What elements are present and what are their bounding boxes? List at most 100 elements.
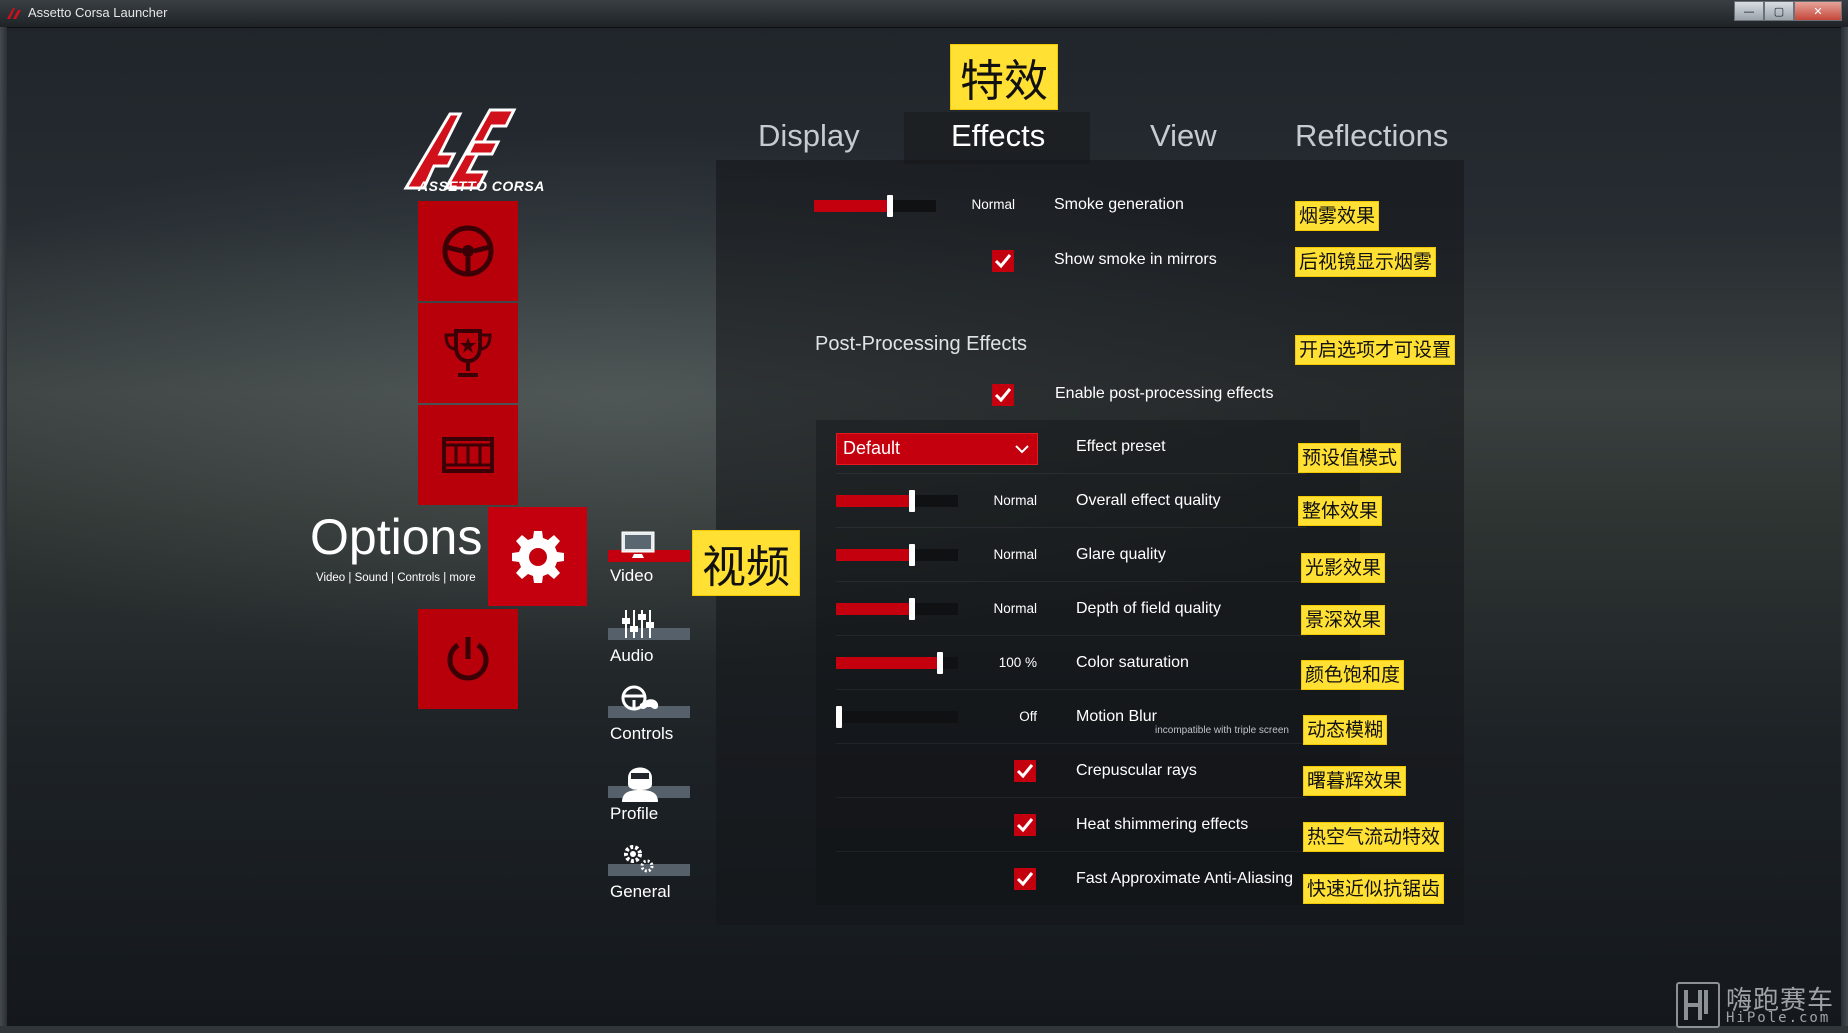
chevron-down-icon [1015, 445, 1029, 454]
quit-tile[interactable] [418, 609, 518, 709]
options-title: Options [310, 509, 483, 565]
enable-post-processing-checkbox[interactable] [992, 384, 1014, 406]
glare-quality-label: Glare quality [1076, 546, 1166, 563]
career-tile[interactable] [418, 303, 518, 403]
submenu-profile-label: Profile [610, 804, 659, 823]
drive-tile[interactable] [418, 201, 518, 301]
overall-quality-value: Normal [993, 493, 1037, 508]
window-frame-bottom [0, 1026, 1848, 1033]
dof-quality-label: Depth of field quality [1076, 600, 1221, 617]
checkmark-icon [994, 388, 1012, 403]
checkmark-icon [1016, 818, 1034, 833]
crepuscular-rays-label: Crepuscular rays [1076, 762, 1197, 779]
tab-effects[interactable]: Effects [951, 118, 1046, 153]
minimize-button[interactable]: — [1734, 1, 1764, 21]
submenu-general[interactable]: General [608, 842, 690, 902]
enable-post-processing-label: Enable post-processing effects [1055, 385, 1274, 402]
mixer-icon [622, 610, 654, 638]
annotation-overall: 整体效果 [1298, 496, 1383, 526]
monitor-icon [621, 531, 655, 558]
motion-blur-label: Motion Blur [1076, 708, 1157, 725]
checkmark-icon [994, 254, 1012, 269]
steering-wheel-icon [442, 225, 494, 277]
row-divider [836, 743, 1306, 744]
window-title: Assetto Corsa Launcher [28, 5, 168, 20]
dof-quality-slider[interactable] [836, 598, 958, 620]
annotation-mirror-smoke: 后视镜显示烟雾 [1295, 247, 1437, 277]
options-tile[interactable] [488, 507, 587, 606]
tab-reflections[interactable]: Reflections [1295, 118, 1449, 153]
window-titlebar[interactable]: Assetto Corsa Launcher — ▢ ✕ [0, 0, 1848, 28]
smoke-generation-label: Smoke generation [1054, 196, 1184, 213]
hipole-logo-icon [1684, 990, 1708, 1020]
app-icon [7, 8, 21, 19]
effect-preset-dropdown[interactable]: Default [836, 433, 1038, 465]
row-divider [836, 851, 1306, 852]
logo-text: ASSETTO CORSA [418, 178, 545, 194]
submenu-video-bar [608, 550, 690, 562]
submenu-controls-label: Controls [610, 724, 674, 743]
dof-quality-value: Normal [993, 601, 1037, 616]
overall-quality-slider[interactable] [836, 490, 958, 512]
color-saturation-slider[interactable] [836, 652, 958, 674]
slider-knob[interactable] [909, 544, 915, 566]
replay-tile[interactable] [418, 405, 518, 505]
window-frame-right [1841, 27, 1848, 1033]
motion-blur-slider[interactable] [836, 706, 958, 728]
annotation-heat: 热空气流动特效 [1303, 822, 1445, 852]
slider-fill [836, 603, 912, 615]
motion-blur-note: incompatible with triple screen [1155, 725, 1289, 736]
color-saturation-label: Color saturation [1076, 654, 1189, 671]
gear-icon [511, 530, 564, 583]
row-divider [836, 635, 1306, 636]
submenu-profile[interactable]: Profile [608, 758, 690, 824]
heat-shimmering-checkbox[interactable] [1014, 814, 1036, 836]
close-button[interactable]: ✕ [1794, 1, 1842, 21]
watermark-en: HiPole.com [1726, 1010, 1831, 1026]
tab-view[interactable]: View [1150, 118, 1217, 153]
annotation-smoke: 烟雾效果 [1295, 201, 1380, 231]
effect-preset-value: Default [843, 438, 901, 458]
glare-quality-value: Normal [993, 547, 1037, 562]
smoke-generation-value: Normal [971, 197, 1015, 212]
slider-knob[interactable] [909, 598, 915, 620]
row-divider [836, 527, 1306, 528]
checkmark-icon [1016, 764, 1034, 779]
window-frame-left [0, 27, 7, 1033]
crepuscular-rays-checkbox[interactable] [1014, 760, 1036, 782]
annotation-crepuscular: 曙暮辉效果 [1303, 766, 1407, 796]
slider-knob[interactable] [887, 195, 893, 217]
fxaa-checkbox[interactable] [1014, 868, 1036, 890]
row-divider [836, 581, 1306, 582]
show-smoke-mirrors-checkbox[interactable] [992, 250, 1014, 272]
slider-fill [836, 657, 940, 669]
submenu-video[interactable]: Video [608, 526, 690, 586]
driver-helmet-icon [622, 767, 658, 802]
slider-knob[interactable] [909, 490, 915, 512]
overall-quality-label: Overall effect quality [1076, 492, 1221, 509]
slider-knob[interactable] [937, 652, 943, 674]
annotation-saturation: 颜色饱和度 [1301, 660, 1405, 690]
watermark-logo [1676, 982, 1720, 1028]
annotation-motion-blur: 动态模糊 [1303, 715, 1388, 745]
active-tab-background [904, 112, 1090, 164]
maximize-button[interactable]: ▢ [1764, 1, 1794, 21]
effect-preset-label: Effect preset [1076, 438, 1166, 455]
window-controls: — ▢ ✕ [1734, 1, 1842, 21]
checkmark-icon [1016, 872, 1034, 887]
row-divider [836, 797, 1306, 798]
annotation-effects-tab: 特效 [950, 44, 1058, 110]
smoke-generation-slider[interactable] [814, 195, 936, 217]
slider-fill [836, 495, 912, 507]
glare-quality-slider[interactable] [836, 544, 958, 566]
annotation-post-processing: 开启选项才可设置 [1295, 335, 1456, 365]
watermark-cn: 嗨跑赛车 [1726, 986, 1835, 1016]
annotation-fxaa: 快速近似抗锯齿 [1303, 874, 1445, 904]
annotation-dof: 景深效果 [1301, 605, 1386, 635]
submenu-audio[interactable]: Audio [608, 606, 690, 666]
heat-shimmering-label: Heat shimmering effects [1076, 816, 1249, 833]
gears-icon [624, 845, 654, 873]
slider-knob[interactable] [836, 706, 842, 728]
submenu-controls[interactable]: Controls [608, 684, 690, 744]
tab-display[interactable]: Display [758, 118, 860, 153]
